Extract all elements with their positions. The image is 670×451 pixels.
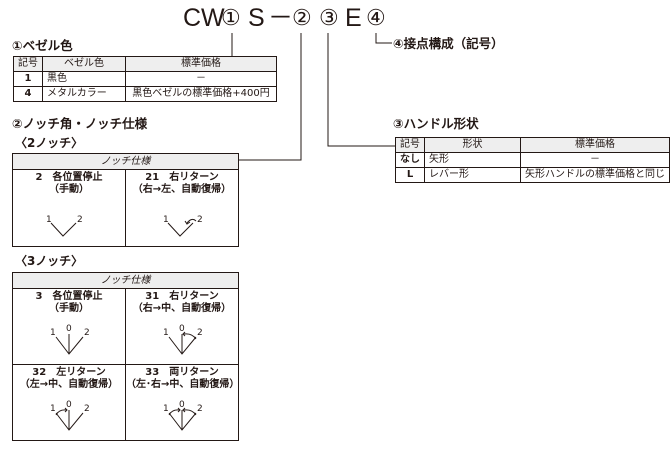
pos-2-label: 2 (77, 215, 83, 225)
notch-cell-3: 3 各位置停止 （手動） 0 1 2 (13, 289, 125, 364)
two-notch-label: 〈2ノッチ〉 (15, 136, 84, 150)
handle-shape-arrow: 矢形 (424, 152, 521, 168)
pos-0-label: 0 (66, 400, 72, 410)
notch-subtitle: （左→中、自動復帰） (19, 379, 119, 390)
notch-diagram: 1 2 (163, 215, 203, 237)
notch-subtitle: （右→中、自動復帰） (132, 303, 232, 314)
col-price: 標準価格 (125, 56, 277, 72)
handle-code-l: L (395, 167, 425, 183)
code-slot-4: ④ (366, 5, 386, 30)
code-s: S (248, 4, 265, 32)
pos-0-label: 0 (66, 324, 72, 334)
notch-cell-21: 21 右リターン （右→左、自動復帰） 1 2 (126, 170, 238, 246)
table-row: なし 矢形 － (395, 152, 670, 168)
bezel-color-1: 黒色 (42, 71, 126, 87)
notch-title: 33 両リターン (145, 367, 219, 378)
pos-2-label: 2 (84, 404, 90, 414)
three-notch-box: ノッチ仕様 3 各位置停止 （手動） 0 1 2 31 右リターン （右→中、自… (12, 272, 239, 441)
handle-price-arrow: － (520, 152, 670, 168)
notch-heading: ②ノッチ角・ノッチ仕様 (12, 116, 148, 131)
code-slot-1: ① (221, 5, 241, 30)
two-notch-box: ノッチ仕様 2 各位置停止 （手動） 1 2 21 右リターン （右→左、自動復… (12, 153, 239, 247)
bezel-code-1: 1 (13, 71, 43, 87)
col-shape: 形状 (424, 137, 521, 153)
pos-1-label: 1 (46, 215, 52, 225)
code-slot-2: ② (292, 5, 312, 30)
handle-heading: ③ハンドル形状 (393, 116, 479, 131)
notch-title: 32 左リターン (32, 367, 106, 378)
three-notch-label: 〈3ノッチ〉 (15, 254, 84, 268)
bezel-color-4: メタルカラー (42, 86, 126, 102)
pos-1-label: 1 (50, 404, 56, 414)
code-dash: － (268, 4, 294, 32)
pos-2-label: 2 (197, 328, 203, 338)
pos-1-label: 1 (163, 404, 169, 414)
notch-title: 31 右リターン (145, 291, 219, 302)
table-row: 4 メタルカラー 黒色ベゼルの標準価格+400円 (13, 86, 277, 102)
notch-spec-header: ノッチ仕様 (13, 154, 238, 170)
code-e: E (345, 4, 362, 32)
col-code: 記号 (395, 137, 425, 153)
notch-cell-2: 2 各位置停止 （手動） 1 2 (13, 170, 125, 246)
notch-diagram: 0 1 2 (163, 400, 203, 431)
notch-title: 21 右リターン (145, 172, 219, 183)
notch-subtitle: （左･右→中、自動復帰） (126, 379, 240, 390)
pos-1-label: 1 (50, 328, 56, 338)
pos-2-label: 2 (84, 328, 90, 338)
notch-subtitle: （右→左、自動復帰） (132, 184, 232, 195)
bezel-code-4: 4 (13, 86, 43, 102)
table-row: 1 黒色 － (13, 71, 277, 87)
notch-cell-33: 33 両リターン （左･右→中、自動復帰） 0 1 2 (126, 365, 240, 440)
notch-subtitle: （手動） (49, 303, 89, 314)
table-header-row: 記号 ベゼル色 標準価格 (13, 56, 277, 72)
handle-code-none: なし (395, 152, 425, 168)
notch-cell-32: 32 左リターン （左→中、自動復帰） 0 1 2 (13, 365, 125, 440)
model-code: CW ① S － ② ③ E ④ (0, 3, 670, 33)
handle-table: 記号 形状 標準価格 なし 矢形 － L レバー形 矢形ハンドルの標準価格と同じ (395, 137, 670, 183)
notch-diagram: 0 1 2 (50, 324, 90, 355)
contact-config-label: ④接点構成（記号） (393, 36, 504, 51)
notch-subtitle: （手動） (49, 184, 89, 195)
pos-0-label: 0 (179, 400, 185, 410)
pos-0-label: 0 (179, 324, 185, 334)
notch-diagram: 0 1 2 (163, 324, 203, 355)
bezel-price-4: 黒色ベゼルの標準価格+400円 (125, 86, 277, 102)
notch-spec-header: ノッチ仕様 (13, 273, 238, 289)
notch-title: 3 各位置停止 (35, 291, 103, 302)
pos-2-label: 2 (197, 404, 203, 414)
code-prefix: CW (183, 4, 225, 32)
table-row: L レバー形 矢形ハンドルの標準価格と同じ (395, 167, 670, 183)
table-header-row: 記号 形状 標準価格 (395, 137, 670, 153)
handle-price-lever: 矢形ハンドルの標準価格と同じ (520, 167, 670, 183)
code-slot-3: ③ (319, 5, 339, 30)
col-code: 記号 (13, 56, 43, 72)
pos-1-label: 1 (163, 328, 169, 338)
bezel-heading: ①ベゼル色 (12, 38, 73, 53)
notch-diagram: 1 2 (46, 215, 83, 237)
notch-cell-31: 31 右リターン （右→中、自動復帰） 0 1 2 (126, 289, 238, 364)
col-price: 標準価格 (520, 137, 670, 153)
notch-diagram: 0 1 2 (50, 400, 90, 431)
bezel-table: 記号 ベゼル色 標準価格 1 黒色 － 4 メタルカラー 黒色ベゼルの標準価格+… (13, 56, 277, 102)
pos-2-label: 2 (197, 215, 203, 225)
notch-title: 2 各位置停止 (35, 172, 103, 183)
handle-shape-lever: レバー形 (424, 167, 521, 183)
col-bezel-color: ベゼル色 (42, 56, 126, 72)
pos-1-label: 1 (163, 215, 169, 225)
bezel-price-1: － (125, 71, 277, 87)
